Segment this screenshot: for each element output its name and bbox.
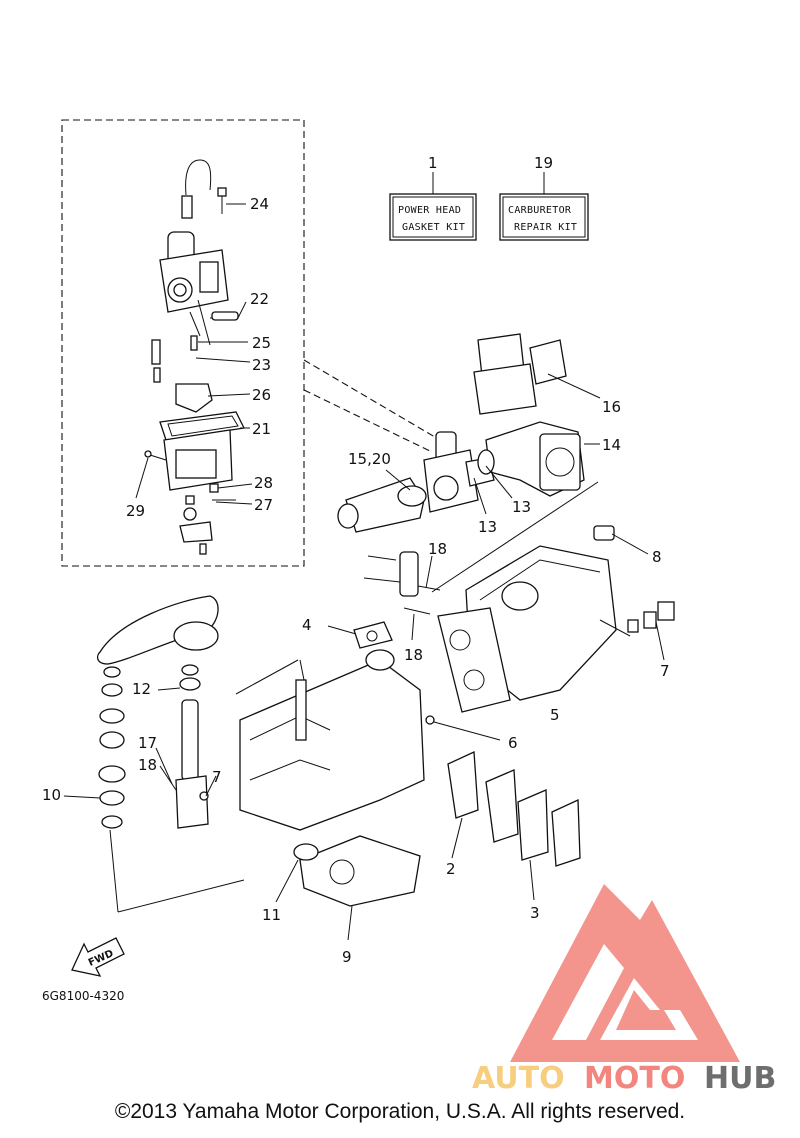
callout-23: 23 xyxy=(252,356,271,374)
callout-28: 28 xyxy=(254,474,273,492)
watermark-auto: AUTO xyxy=(472,1061,565,1096)
inset-leader-lines xyxy=(135,203,253,505)
callout-29: 29 xyxy=(126,502,145,520)
watermark-brand-text: AUTO MOTO HUB xyxy=(472,1061,776,1096)
callout-18-left: 18 xyxy=(138,756,157,774)
kit-power-head-line2: GASKET KIT xyxy=(402,222,465,233)
callout-1: 1 xyxy=(428,154,438,172)
exhaust-cover-gaskets-2-3 xyxy=(447,751,581,901)
callout-17: 17 xyxy=(138,734,157,752)
callout-3: 3 xyxy=(530,904,540,922)
kit-box-power-head xyxy=(389,172,477,241)
drain-screw-22 xyxy=(211,311,239,321)
callout-5: 5 xyxy=(550,706,560,724)
jet-25 xyxy=(190,335,198,351)
reed-valve-assembly-16 xyxy=(473,333,601,415)
callout-18-top: 18 xyxy=(428,540,447,558)
kit-carburetor-line2: REPAIR KIT xyxy=(514,222,577,233)
copyright-notice: ©2013 Yamaha Motor Corporation, U.S.A. A… xyxy=(114,1100,686,1123)
callout-14: 14 xyxy=(602,436,621,454)
callout-24: 24 xyxy=(250,195,269,213)
callout-16: 16 xyxy=(602,398,621,416)
callout-10: 10 xyxy=(42,786,61,804)
carburetor-inset-frame xyxy=(61,119,305,567)
pilot-screw-24 xyxy=(217,187,227,214)
callout-19: 19 xyxy=(534,154,553,172)
intake-leaders xyxy=(385,465,599,593)
automotohub-logo-watermark xyxy=(510,884,740,1062)
float-chamber xyxy=(144,429,233,491)
intake-silencer-15-20 xyxy=(337,477,427,533)
callout-12: 12 xyxy=(132,680,151,698)
callout-18-mid: 18 xyxy=(404,646,423,664)
inset-leader-bottom xyxy=(303,389,433,453)
chamber-bottom-parts xyxy=(179,483,236,555)
callout-11: 11 xyxy=(262,906,281,924)
carburetor-main xyxy=(423,431,495,513)
kit-box-carburetor xyxy=(499,172,589,241)
callout-13-right: 13 xyxy=(512,498,531,516)
inset-leader-top xyxy=(303,359,441,441)
callout-13-left: 13 xyxy=(478,518,497,536)
callout-8: 8 xyxy=(652,548,662,566)
o-ring-6 xyxy=(425,715,501,741)
callout-6: 6 xyxy=(508,734,518,752)
callout-7-left: 7 xyxy=(212,768,222,786)
bolts-18 xyxy=(363,551,441,641)
crankcase-block xyxy=(239,649,425,831)
watermark-hub: HUB xyxy=(704,1061,776,1096)
callout-26: 26 xyxy=(252,386,271,404)
callout-21: 21 xyxy=(252,420,271,438)
callout-9: 9 xyxy=(342,948,352,966)
fwd-arrow-icon xyxy=(71,937,125,977)
callout-25: 25 xyxy=(252,334,271,352)
thermostat-cover-8 xyxy=(593,525,649,555)
base-gasket-9 xyxy=(299,835,421,941)
crankshaft-parts-stack xyxy=(98,666,126,829)
timing-belt xyxy=(96,595,219,665)
oil-seal-11 xyxy=(275,843,319,903)
head-gasket xyxy=(437,607,511,713)
reference-code: 6G8100-4320 xyxy=(42,989,124,1003)
float-26 xyxy=(175,383,213,413)
gasket-4 xyxy=(327,621,393,649)
callout-22: 22 xyxy=(250,290,269,308)
callout-7-right: 7 xyxy=(660,662,670,680)
callout-15-20: 15,20 xyxy=(348,450,391,468)
intake-manifold-14 xyxy=(485,421,600,497)
crank-leaders xyxy=(63,659,299,913)
kit-power-head-line1: POWER HEAD xyxy=(398,205,461,216)
callout-2: 2 xyxy=(446,860,456,878)
carburetor-body-drawing xyxy=(159,159,238,346)
callout-4: 4 xyxy=(302,616,312,634)
needle-parts xyxy=(151,339,161,383)
callout-27: 27 xyxy=(254,496,273,514)
kit-carburetor-line1: CARBURETOR xyxy=(508,205,572,216)
anode-7 xyxy=(627,601,675,661)
watermark-moto: MOTO xyxy=(584,1061,685,1096)
callout-labels: 24 22 25 23 26 21 28 27 29 1 19 POWER HE… xyxy=(42,154,670,1003)
crankshaft-12 xyxy=(157,664,209,829)
